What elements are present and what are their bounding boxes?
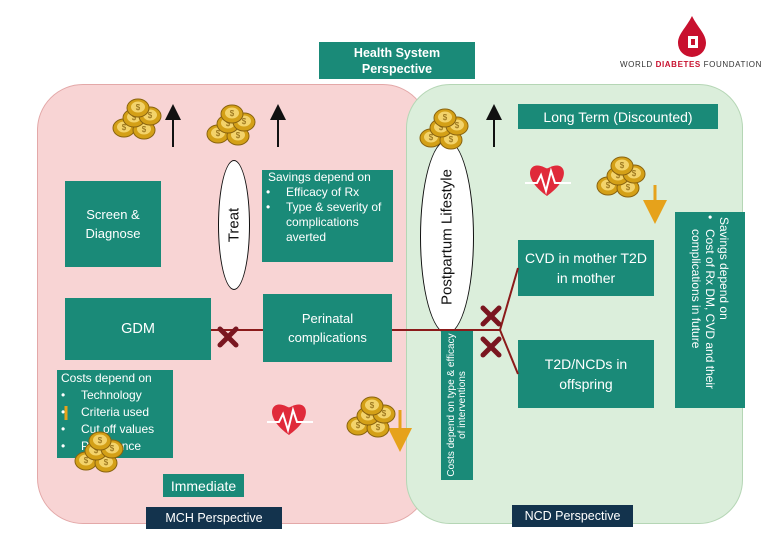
blood-drop-logo-icon: [678, 16, 706, 57]
coin-stack-icon: [347, 397, 395, 437]
screen-diagnose-box: Screen & Diagnose: [65, 181, 161, 267]
savings-intro: Savings depend on: [268, 170, 371, 184]
savings-item: Efficacy of Rx: [266, 185, 393, 200]
heart-ecg-icon: [524, 164, 572, 197]
treat-oval: Treat: [218, 160, 250, 290]
t2d-offspring-box: T2D/NCDs in offspring: [518, 340, 654, 408]
coin-stack-icon: [113, 99, 161, 139]
connector-t2d: [499, 329, 519, 375]
costs-intro: Costs depend on: [61, 371, 152, 385]
coin-stack-icon: [597, 157, 645, 197]
costs-interventions-box: Costs depend on type & efficacy of inter…: [441, 330, 473, 480]
coin-stack-icon: [75, 432, 123, 472]
postpartum-oval: Postpartum Lifestyle: [420, 140, 474, 334]
long-term-label: Long Term (Discounted): [518, 104, 718, 129]
savings-box: Savings depend on Efficacy of Rx Type & …: [262, 170, 393, 262]
page-title: Health System Perspective: [319, 42, 475, 79]
ncd-perspective-label: NCD Perspective: [512, 505, 633, 527]
cvd-mother-box: CVD in mother T2D in mother: [518, 240, 654, 296]
coin-stack-icon: [420, 109, 468, 149]
savings-item: Type & severity of complications averted: [266, 200, 393, 245]
immediate-label: Immediate: [163, 474, 244, 497]
logo-text: WORLD DIABETES FOUNDATION: [620, 60, 762, 69]
coin-stack-icon: [207, 105, 255, 145]
x-mark-icon: [220, 329, 236, 345]
perinatal-box: Perinatal complications: [263, 294, 392, 362]
mch-perspective-label: MCH Perspective: [146, 507, 282, 529]
future-savings-box: Savings depend on •Cost of Rx DM, CVD an…: [675, 212, 745, 408]
gdm-box: GDM: [65, 298, 211, 360]
costs-item: Criteria used: [61, 404, 173, 421]
x-mark-icon: [483, 339, 499, 355]
costs-item: Technology: [61, 387, 173, 404]
heart-ecg-icon: [266, 403, 314, 436]
x-mark-icon: [483, 308, 499, 324]
